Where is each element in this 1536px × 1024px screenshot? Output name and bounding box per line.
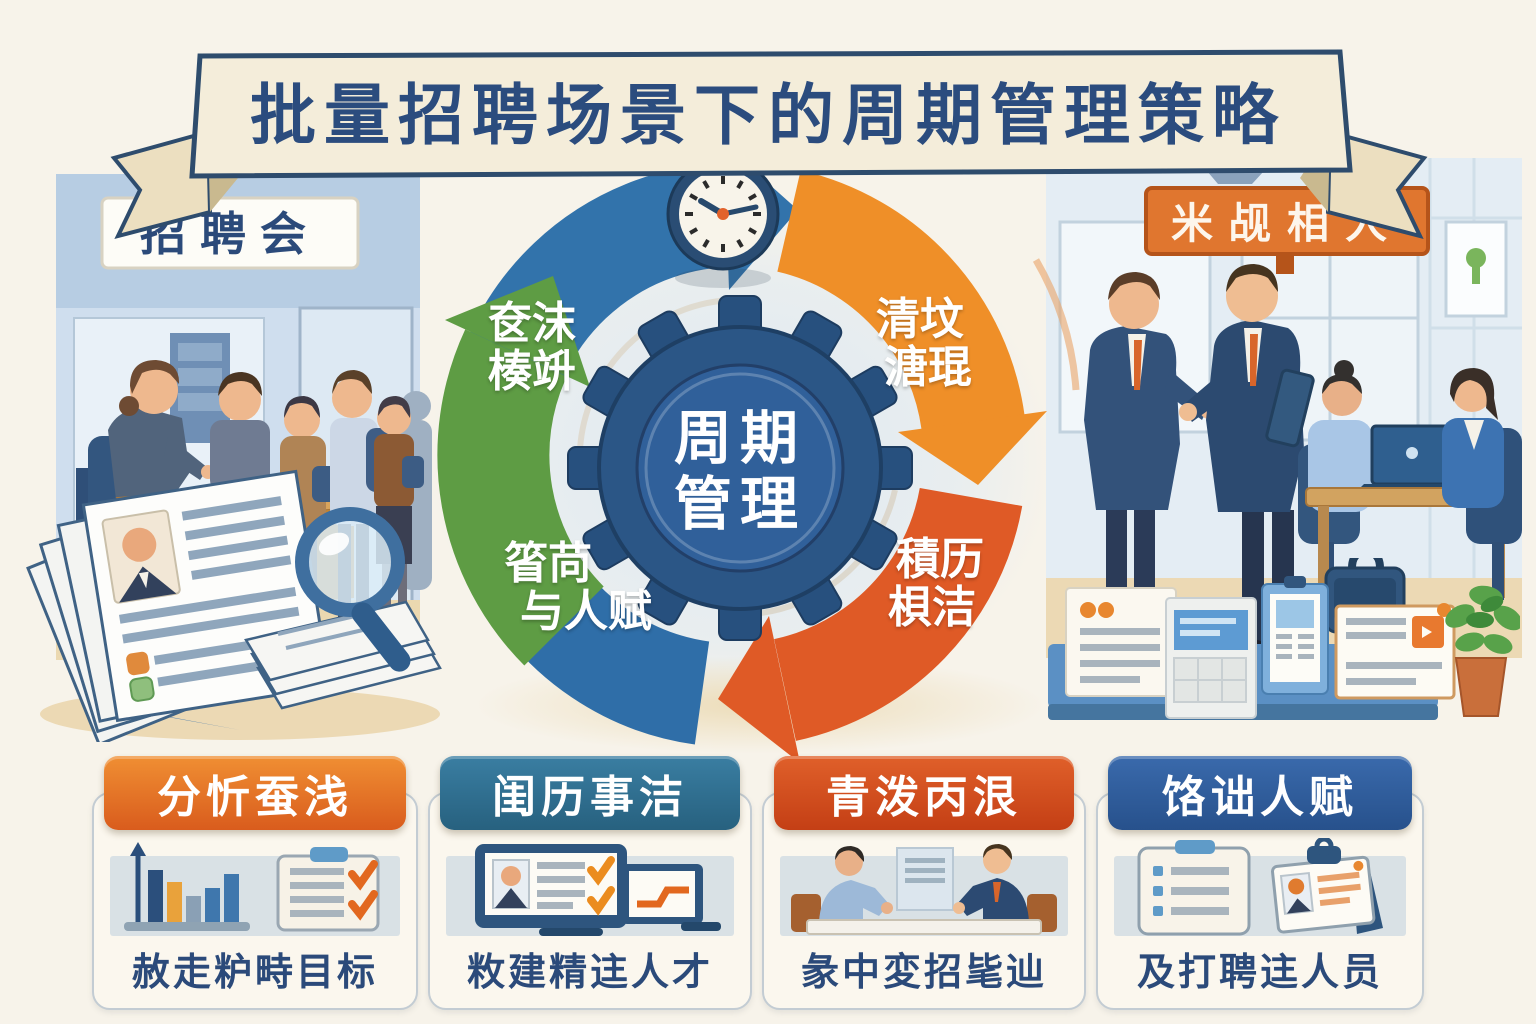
document-folder [1265,368,1315,448]
stage-label-orange-2: 溏琨 [884,342,972,393]
clipboard-doc [1261,576,1329,695]
stage-label-red-2: 梖洁 [888,582,976,633]
sign-post [1276,254,1294,274]
cabinet-drawer [178,393,222,411]
gear-icon: 周期 管理 [567,295,913,641]
candidate-figure [819,846,893,922]
green-badge-icon [129,676,155,702]
cabinet-drawer [178,368,222,386]
step-card-header: 闺历事洁 [440,756,740,830]
inner-swirl [751,489,898,617]
resume-top-sheet [81,469,332,723]
step-card-header: 饹诎人赋 [1108,756,1412,830]
stage-label-blue-1: 奁沫 [488,298,576,349]
stage-label-blue-2: 楱竔 [488,346,576,397]
potted-plant [1445,585,1520,717]
cycle-diagram: 周期 管理 奁沫 楱竔 清坟 溏琨 積历 梖洁 箵苘 与人赋 [437,144,1080,760]
outer-swoosh [1032,258,1080,391]
step-card-header: 青泼丙泿 [774,756,1074,830]
inner-swirl [576,297,731,471]
stage-label-orange-1: 清坟 [876,294,964,345]
title-banner: 批量招聘场景下的周期管理策略 [110,49,1428,240]
clock-ticks [685,176,761,252]
step-card-caption: 及打聘迬人员 [1136,950,1383,994]
clerk-figure [210,372,270,492]
card-orange-dots [1065,587,1177,697]
step-card-caption: 赦走粐畤目标 [131,950,378,994]
bar-chart-checklist-icon [124,842,380,932]
cycle-arrow-red [773,486,1023,741]
step-card-caption: 敉建精迬人才 [466,950,713,994]
interviewer-woman [1442,368,1522,600]
step-card-analysis: 分忻蚕浅 赦走粐畤目标 [92,756,418,1010]
resume-stack-scene [26,469,442,742]
checklist-badge-icon [1137,838,1383,936]
step-card-header: 分忻蚕浅 [104,756,406,830]
plant-poster [1444,220,1508,318]
magnifying-glass-icon [295,507,411,672]
step-card-interview: 青泼丙泿 彖中変招毞辿 [762,756,1086,1010]
stage-label-green-1: 箵苘 [504,538,592,589]
cabinet-drawer [178,343,222,361]
document-shelf-scene [1048,558,1520,720]
orange-badge-icon [126,651,150,676]
cycle-arrow-orange [776,170,1025,431]
badge-calendar [1271,838,1383,934]
orange-arrowhead [898,411,1047,485]
laptop-resume-icon [475,844,721,936]
cycle-title-line1: 周期 [674,404,806,472]
stage-label-green-2: 与人赋 [520,586,652,637]
stage-label-red-1: 積历 [896,534,984,585]
ribbon-body [189,49,1353,179]
cycle-title-line2: 管理 [674,470,806,538]
card-orange-icon [1334,603,1456,700]
interviewer-figure [953,844,1029,922]
resume-lines [119,496,300,687]
card-form-grid [1165,597,1257,719]
step-card-screening: 闺历事洁 敉建精迬人才 [428,756,752,1010]
cycle-arrow-green [437,329,605,666]
page-title: 批量招聘场景下的周期管理策略 [250,77,1286,154]
step-card-confirmation: 饹诎人赋 [1096,756,1424,1010]
step-card-caption: 彖中変招毞辿 [800,950,1047,994]
interview-icon [791,844,1057,935]
red-arrowhead [718,616,800,760]
green-arrowhead [445,276,590,387]
clock-icon [666,157,780,288]
clock-center-dot [717,208,729,220]
